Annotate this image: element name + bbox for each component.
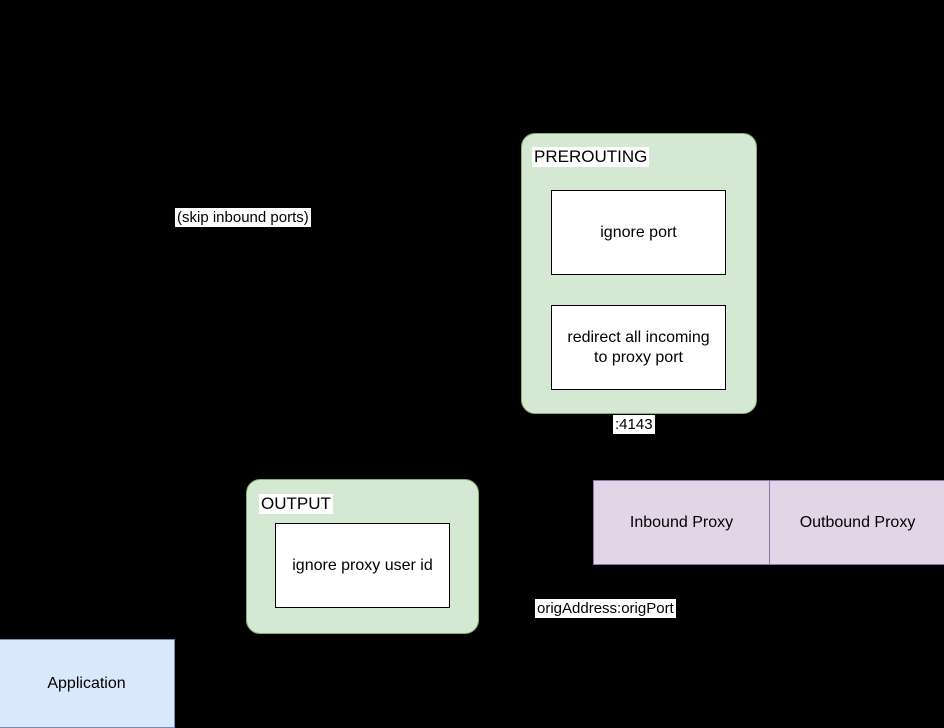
node-outbound-proxy[interactable]: Outbound Proxy	[769, 480, 944, 565]
node-redirect-line-2: to proxy port	[594, 348, 683, 366]
node-application[interactable]: Application	[0, 639, 175, 728]
node-ignore-port[interactable]: ignore port	[551, 190, 726, 275]
node-inbound-proxy-label: Inbound Proxy	[629, 513, 734, 531]
edge-label-orig-address: origAddress:origPort	[535, 599, 676, 618]
edge-label-proxy-port: :4143	[613, 415, 655, 434]
node-redirect-line-1: redirect all incoming	[567, 328, 710, 346]
node-ignore-proxy-user-id[interactable]: ignore proxy user id	[275, 523, 450, 608]
node-redirect-all-incoming-label: redirect all incoming to proxy port	[567, 328, 709, 368]
node-ignore-port-label: ignore port	[600, 223, 677, 241]
node-inbound-proxy[interactable]: Inbound Proxy	[593, 480, 770, 565]
group-prerouting-label: PREROUTING	[532, 147, 650, 167]
node-redirect-all-incoming[interactable]: redirect all incoming to proxy port	[551, 305, 726, 390]
node-application-label: Application	[47, 674, 126, 692]
node-ignore-proxy-user-id-label: ignore proxy user id	[292, 556, 433, 574]
edge-label-skip-inbound-ports: (skip inbound ports)	[175, 208, 311, 227]
group-output-label: OUTPUT	[259, 494, 333, 514]
node-outbound-proxy-label: Outbound Proxy	[799, 513, 916, 531]
